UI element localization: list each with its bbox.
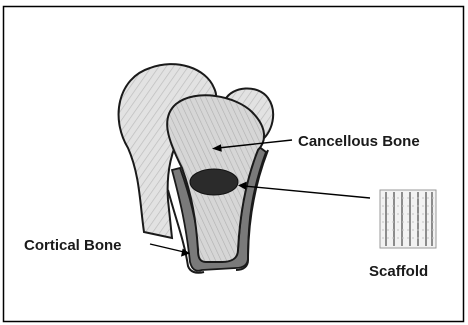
scaffold-label: Scaffold — [369, 263, 428, 280]
defect-ellipse — [190, 169, 238, 195]
scaffold-icon — [380, 190, 436, 248]
cancellous-bone-label: Cancellous Bone — [298, 133, 420, 150]
cortical-bone-label: Cortical Bone — [24, 237, 122, 254]
